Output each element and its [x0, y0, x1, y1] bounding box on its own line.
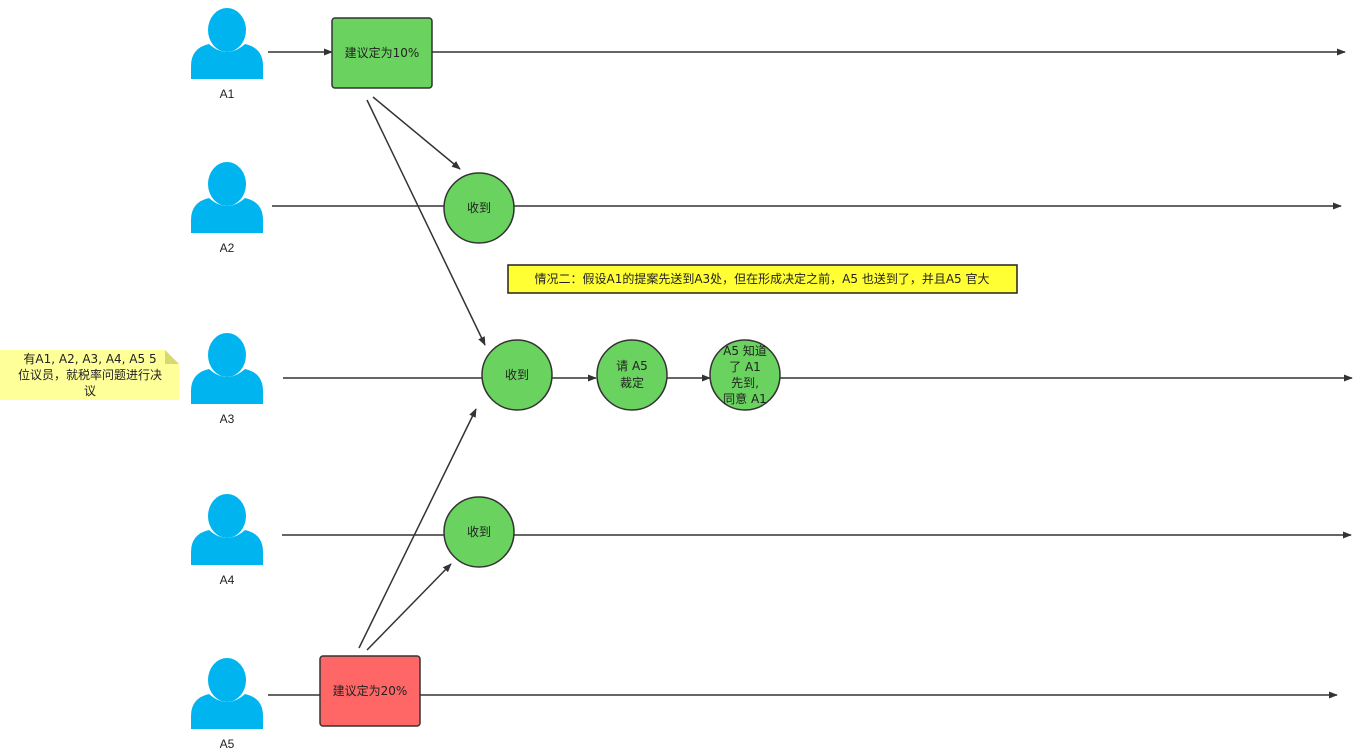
side-note[interactable]: 有A1, A2, A3, A4, A5 5 位议员，就税率问题进行决 议 — [0, 350, 179, 400]
actor-a4: A4 — [191, 494, 263, 587]
msg-a1-to-a2 — [372, 96, 461, 170]
user-icon — [191, 494, 263, 565]
actor-a2: A2 — [191, 162, 263, 255]
node-a4-received-text: 收到 — [467, 525, 491, 539]
msg-a1-to-a3 — [366, 99, 486, 346]
user-icon — [191, 658, 263, 729]
actor-a3: A3 — [191, 333, 263, 426]
node-a3-agree-line-2: 了 A1 — [729, 360, 761, 374]
side-note-line-1: 有A1, A2, A3, A4, A5 5 — [23, 352, 156, 366]
actor-label: A1 — [220, 87, 235, 101]
actor-a5: A5 — [191, 658, 263, 751]
proposal-a5-label: 建议定为20% — [333, 683, 408, 698]
scenario-note[interactable]: 情况二：假设A1的提案先送到A3处，但在形成决定之前，A5 也送到了，并且A5 … — [507, 264, 1018, 294]
actor-a1: A1 — [191, 8, 263, 101]
node-a3-agree[interactable]: A5 知道 了 A1 先到, 同意 A1 — [709, 339, 781, 411]
actor-label: A5 — [220, 737, 235, 751]
node-a3-agree-line-1: A5 知道 — [723, 344, 767, 358]
node-a3-received[interactable]: 收到 — [481, 339, 553, 411]
node-a4-received[interactable]: 收到 — [443, 496, 515, 568]
msg-a5-to-a4 — [366, 563, 452, 651]
actor-label: A2 — [220, 241, 235, 255]
node-a3-agree-line-3: 先到, — [731, 376, 759, 390]
proposal-a1-label: 建议定为10% — [345, 45, 420, 60]
node-a3-ask-line-2: 裁定 — [620, 375, 644, 390]
node-a3-received-text: 收到 — [505, 368, 529, 382]
side-note-line-3: 议 — [84, 384, 96, 398]
node-a3-ask-a5[interactable]: 请 A5 裁定 — [596, 339, 668, 411]
node-a2-received-text: 收到 — [467, 201, 491, 215]
scenario-note-text: 情况二：假设A1的提案先送到A3处，但在形成决定之前，A5 也送到了，并且A5 … — [534, 271, 989, 286]
node-a3-ask-line-1: 请 A5 — [616, 359, 648, 373]
node-a2-received[interactable]: 收到 — [443, 172, 515, 244]
user-icon — [191, 333, 263, 404]
proposal-a5[interactable]: 建议定为20% — [319, 655, 421, 727]
proposal-a1[interactable]: 建议定为10% — [331, 17, 433, 89]
actor-label: A4 — [220, 573, 235, 587]
user-icon — [191, 162, 263, 233]
msg-a5-to-a3 — [358, 408, 477, 649]
node-a3-agree-line-4: 同意 A1 — [723, 391, 767, 406]
user-icon — [191, 8, 263, 79]
side-note-line-2: 位议员，就税率问题进行决 — [18, 367, 162, 382]
actor-label: A3 — [220, 412, 235, 426]
